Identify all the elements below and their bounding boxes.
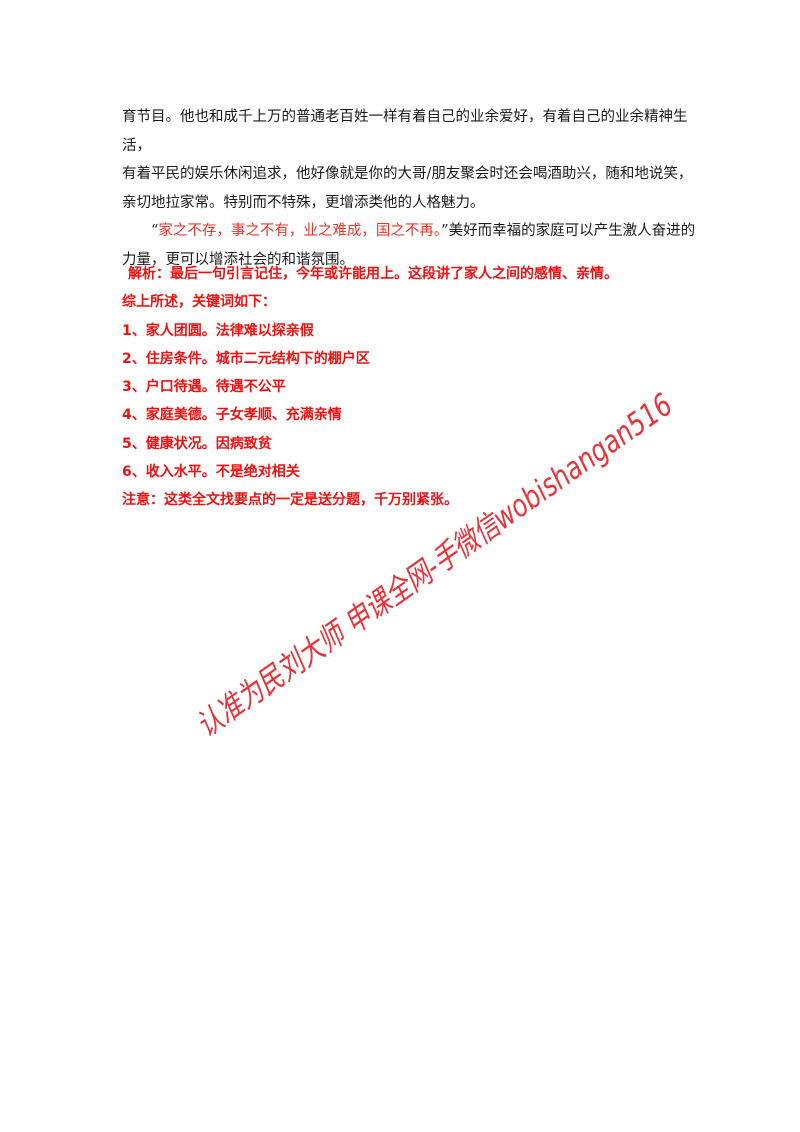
keyword-item: 1、家人团圆。法律难以探亲假 (122, 322, 314, 339)
paragraph-line: 亲切地拉家常。特别而不特殊，更增添类他的人格魅力。 (122, 194, 485, 211)
body-text: 育节目。他也和成千上万的普通老百姓一样有着自己的业余爱好，有着自己的业余精神生活… (122, 103, 702, 274)
notes-section: 解析：最后一句引言记住，今年或许能用上。这段讲了家人之间的感情、亲情。 综上所述… (122, 260, 702, 515)
paragraph-line: 有着平民的娱乐休闲追求，他好像就是你的大哥/朋友聚会时还会喝酒助兴，随和地说笑， (122, 166, 693, 182)
paragraph-line: 力量，更可以增添社会的和谐氛围。 (122, 251, 354, 268)
keyword-item: 6、收入水平。不是绝对相关 (122, 464, 300, 481)
keyword-item: 4、家庭美德。子女孝顺、充满亲情 (122, 407, 342, 424)
quote-open-mark: “ (151, 223, 159, 239)
summary-heading: 综上所述，关键词如下： (122, 294, 276, 311)
quote-paragraph: “家之不存，事之不有，业之难成，国之不再。”美好而幸福的家庭可以产生激人奋进的 (122, 217, 702, 246)
highlighted-quote: 家之不存，事之不有，业之难成，国之不再。 (158, 223, 442, 239)
paragraph-line: 育节目。他也和成千上万的普通老百姓一样有着自己的业余爱好，有着自己的业余精神生活… (122, 109, 688, 154)
analysis-note: 解析：最后一句引言记住，今年或许能用上。这段讲了家人之间的感情、亲情。 (128, 266, 618, 282)
keyword-item: 2、住房条件。城市二元结构下的棚户区 (122, 350, 370, 367)
keyword-item: 3、户口待遇。待遇不公平 (122, 379, 286, 396)
quote-continuation: ”美好而幸福的家庭可以产生激人奋进的 (441, 223, 696, 239)
keyword-item: 5、健康状况。因病致贫 (122, 435, 272, 452)
attention-note: 注意：这类全文找要点的一定是送分题，千万别紧张。 (122, 492, 458, 509)
